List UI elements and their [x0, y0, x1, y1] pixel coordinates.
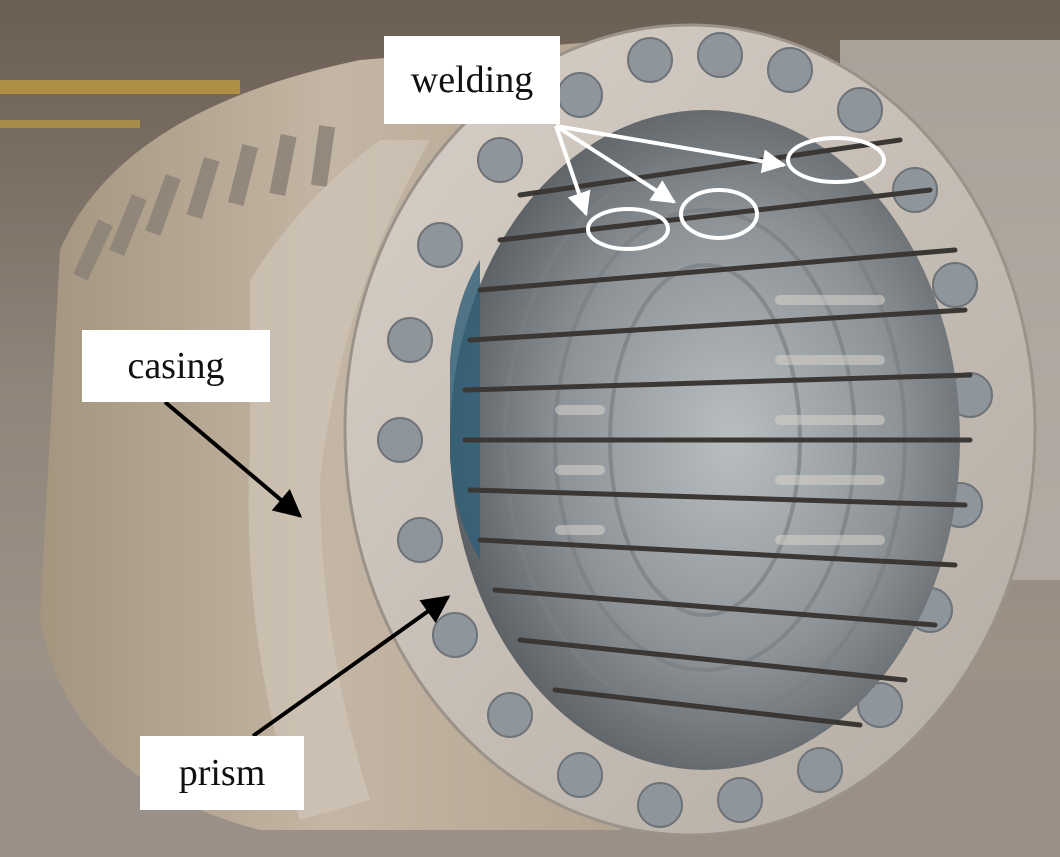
casing-label: casing — [82, 330, 270, 402]
welding-label: welding — [384, 36, 560, 124]
prism-label: prism — [140, 736, 304, 810]
